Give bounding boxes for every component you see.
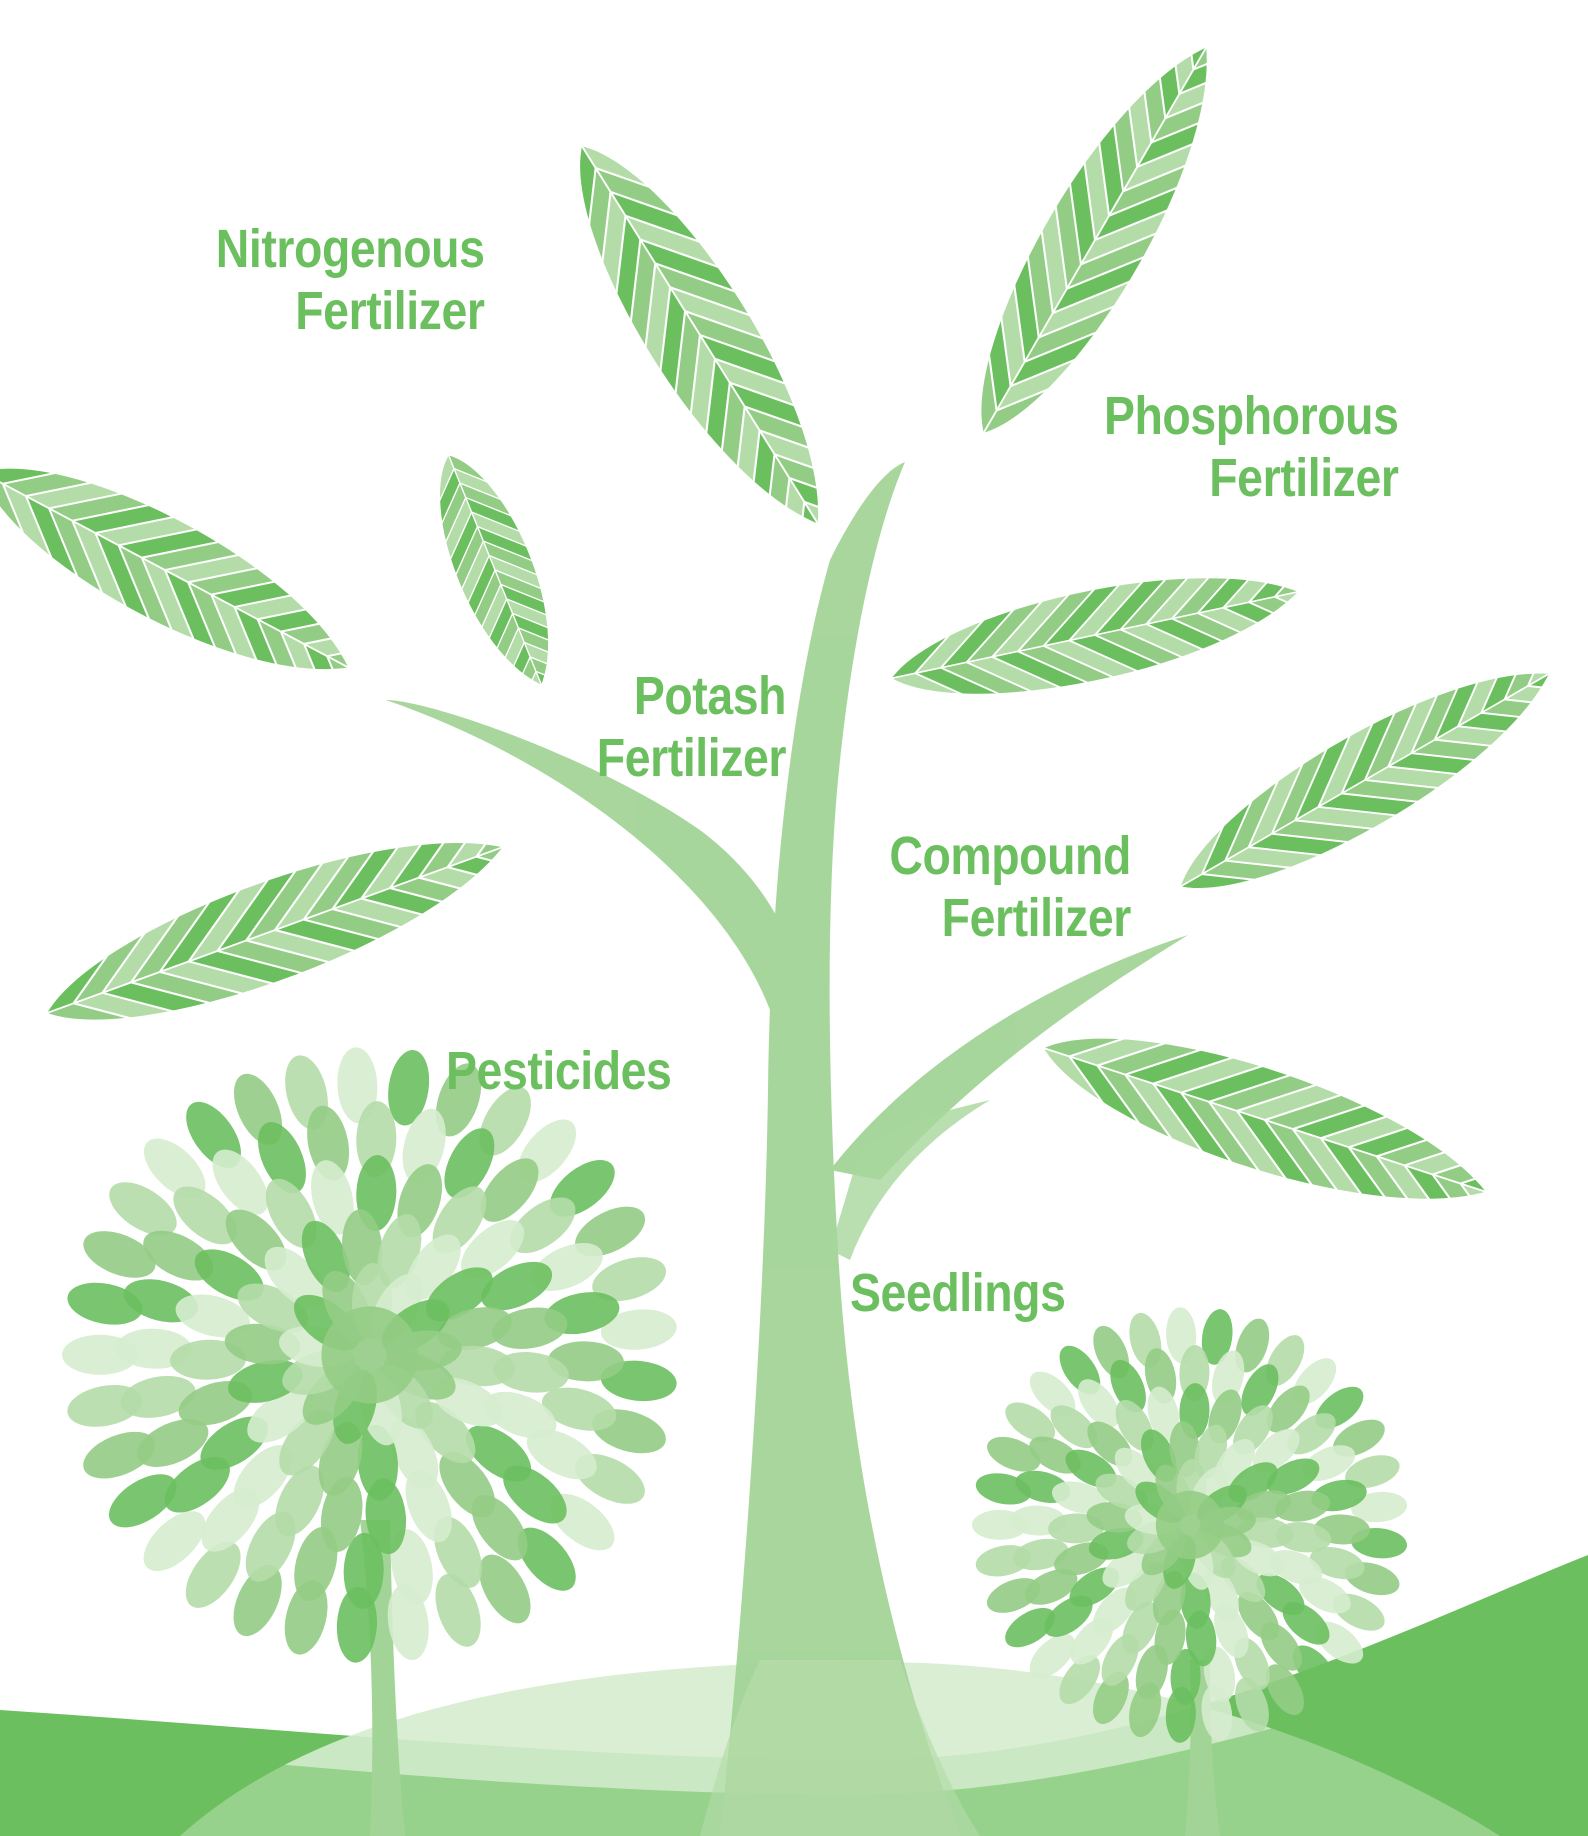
compound-line-2: Fertilizer	[889, 887, 1131, 949]
potash-fertilizer-label: Potash Fertilizer	[597, 665, 786, 789]
phosphorous-line-1: Phosphorous	[1103, 385, 1398, 447]
striped-leaf-icon	[1018, 974, 1588, 1299]
compound-fertilizer-label: Compound Fertilizer	[889, 825, 1131, 949]
pesticides-label: Pesticides	[446, 1040, 671, 1102]
nitrogenous-line-1: Nitrogenous	[215, 218, 484, 280]
seedlings-label: Seedlings	[850, 1262, 1065, 1324]
phosphorous-line-2: Fertilizer	[1103, 447, 1398, 509]
striped-leaf-icon	[19, 737, 635, 1086]
pesticides-line-1: Pesticides	[446, 1040, 671, 1102]
potash-line-2: Fertilizer	[597, 727, 786, 789]
striped-leaf-icon	[0, 402, 471, 781]
nitrogenous-line-2: Fertilizer	[215, 280, 484, 342]
seedlings-line-1: Seedlings	[850, 1262, 1065, 1324]
striped-leaf-icon	[512, 101, 942, 654]
phosphorous-fertilizer-label: Phosphorous Fertilizer	[1103, 385, 1398, 509]
compound-line-1: Compound	[889, 825, 1131, 887]
potash-line-1: Potash	[597, 665, 786, 727]
striped-leaf-icon	[875, 504, 1407, 747]
nitrogenous-fertilizer-label: Nitrogenous Fertilizer	[215, 218, 484, 342]
